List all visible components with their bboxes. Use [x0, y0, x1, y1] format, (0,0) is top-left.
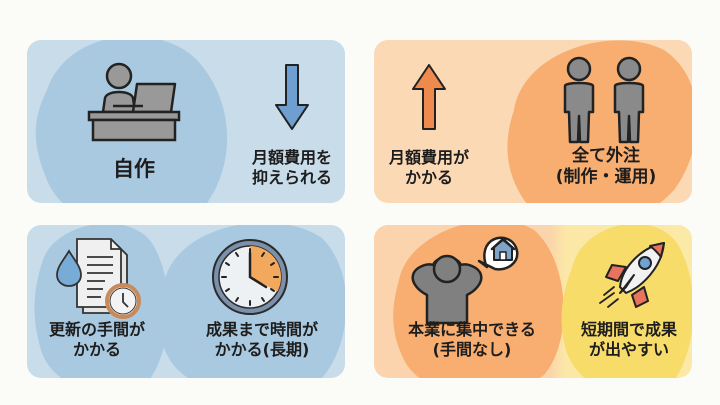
arrow-down-icon: [275, 64, 309, 130]
quick-results-label: 短期間で成果 が出やすい: [580, 320, 677, 359]
outsource-panel: 月額費用が かかる 全て外注 (制作・運用): [374, 40, 692, 203]
clock-icon: [212, 239, 288, 315]
diy-panel: 自作 月額費用を 抑えられる: [27, 40, 345, 203]
outsource-pros-blob-yellow: [561, 225, 692, 378]
person-at-desk-icon: [87, 62, 181, 142]
monthly-cost-high-label: 月額費用が かかる: [388, 148, 469, 187]
monthly-cost-low-label: 月額費用を 抑えられる: [251, 148, 332, 187]
diy-cons-panel: 更新の手間が かかる 成果まで時間が かかる(長期): [27, 225, 345, 378]
slow-results-label: 成果まで時間が かかる(長期): [205, 320, 318, 359]
focus-core-business-label: 本業に集中できる (手間なし): [408, 320, 536, 359]
rocket-icon: [599, 242, 665, 308]
outsource-blob-shape: [507, 40, 692, 203]
arrow-up-icon: [412, 64, 446, 130]
outsource-pros-panel: 本業に集中できる (手間なし) 短期間で成果 が出やすい: [374, 225, 692, 378]
two-people-icon: [563, 56, 645, 144]
document-drop-clock-icon: [56, 238, 141, 319]
relaxed-person-house-icon: [411, 236, 519, 325]
diy-label: 自作: [113, 157, 155, 181]
update-effort-label: 更新の手間が かかる: [48, 320, 145, 359]
full-outsource-label: 全て外注 (制作・運用): [555, 146, 657, 188]
